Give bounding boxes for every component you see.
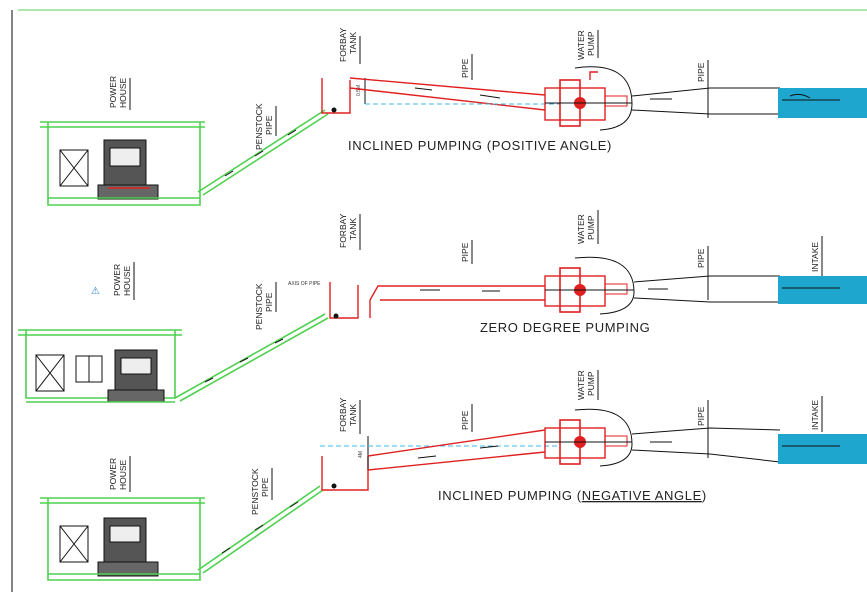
intake-water-2 — [778, 276, 867, 304]
power-house-label-1-a: POWER — [108, 76, 118, 108]
water-pump-label-2-b: PUMP — [586, 215, 596, 240]
power-house-label-1-b: HOUSE — [118, 77, 128, 108]
intake-water-1 — [778, 88, 867, 118]
dimension-label-3: 4M — [358, 451, 364, 458]
power-house-label-2-a: POWER — [112, 264, 122, 296]
water-pump-3 — [544, 408, 633, 467]
suction-pipe-3 — [631, 427, 781, 463]
water-pump-label-1-a: WATER — [576, 30, 586, 60]
penstock-pipe-1 — [197, 109, 326, 193]
caption-positive-angle: INCLINED PUMPING (POSITIVE ANGLE) — [348, 138, 612, 153]
intake-label-3: INTAKE — [810, 400, 820, 430]
caption-negative-underlined: NEGATIVE ANGLE — [582, 488, 702, 503]
water-pump-2 — [544, 256, 635, 315]
penstock-label-1-b: PIPE — [264, 115, 274, 135]
panel-zero-degree: ⚠ POWER HOUSE PENSTOCK PIPE AXIS OF PIPE… — [18, 210, 867, 403]
caption-negative-suffix: ) — [702, 488, 707, 503]
panel-negative-angle: POWER HOUSE PENSTOCK PIPE FORBAY TANK 4M… — [40, 370, 867, 581]
delivery-pipe-3 — [367, 429, 546, 471]
penstock-label-2-a: PENSTOCK — [254, 283, 264, 330]
delivery-pipe-1 — [349, 77, 546, 111]
power-house-3 — [40, 497, 205, 581]
suction-pipe-1 — [631, 87, 780, 115]
power-house-label-3-a: POWER — [108, 458, 118, 490]
caption-negative-prefix: INCLINED PUMPING ( — [438, 488, 582, 503]
water-pump-1 — [544, 66, 633, 131]
water-pump-label-1-b: PUMP — [586, 31, 596, 56]
pipe-label-1: PIPE — [460, 58, 470, 78]
water-pump-label-2-a: WATER — [576, 214, 586, 244]
delivery-pipe-2 — [369, 285, 545, 318]
forbay-label-1-a: FORBAY — [338, 27, 348, 62]
water-pump-label-3-a: WATER — [576, 370, 586, 400]
intake-label-2: INTAKE — [810, 242, 820, 272]
suction-pipe-label-3: PIPE — [696, 406, 706, 426]
penstock-label-3-a: PENSTOCK — [250, 468, 260, 515]
suction-pipe-label-1: PIPE — [696, 62, 706, 82]
suction-pipe-label-2: PIPE — [696, 248, 706, 268]
penstock-label-3-b: PIPE — [260, 477, 270, 497]
penstock-label-1-a: PENSTOCK — [254, 103, 264, 150]
penstock-pipe-2 — [174, 313, 326, 399]
caption-negative-angle: INCLINED PUMPING (NEGATIVE ANGLE) — [438, 488, 707, 503]
forbay-label-3-b: TANK — [348, 404, 358, 426]
forbay-tank-3 — [321, 456, 369, 491]
axis-note: AXIS OF PIPE — [288, 281, 321, 287]
power-house-label-2-b: HOUSE — [122, 265, 132, 296]
suction-pipe-2 — [633, 275, 780, 303]
pipe-label-2: PIPE — [460, 242, 470, 262]
forbay-tank-2 — [329, 282, 359, 319]
dimension-label-1: 0.5M — [356, 85, 362, 96]
power-house-1 — [40, 121, 205, 206]
water-pump-label-3-b: PUMP — [586, 371, 596, 396]
forbay-tank-1 — [321, 78, 351, 114]
penstock-label-2-b: PIPE — [264, 292, 274, 312]
forbay-label-1-b: TANK — [348, 32, 358, 54]
intake-water-3 — [778, 434, 867, 464]
panel-positive-angle: POWER HOUSE PENSTOCK PIPE FORBAY TANK 0.… — [40, 27, 867, 206]
pipe-label-3: PIPE — [460, 410, 470, 430]
forbay-label-2-b: TANK — [348, 218, 358, 240]
power-house-label-3-b: HOUSE — [118, 459, 128, 490]
forbay-label-3-a: FORBAY — [338, 397, 348, 432]
caption-zero-degree: ZERO DEGREE PUMPING — [480, 320, 650, 335]
warning-icon: ⚠ — [91, 286, 100, 297]
power-house-2 — [18, 329, 182, 403]
forbay-label-2-a: FORBAY — [338, 213, 348, 248]
